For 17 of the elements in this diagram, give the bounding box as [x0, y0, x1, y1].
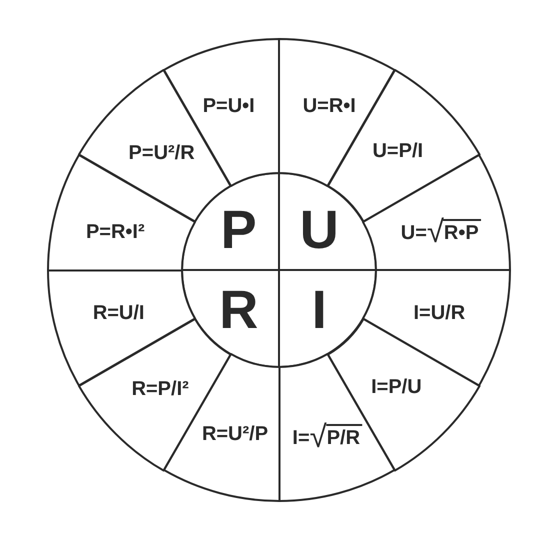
formula: P=U•I [202, 96, 255, 116]
formula: U=R•I [302, 96, 356, 116]
formula: P=U²/R [128, 142, 195, 163]
quantity-letter: I [312, 283, 327, 338]
quadrant-sector [277, 268, 378, 369]
formula: U=√R•P [400, 218, 481, 247]
quantity-letter: R [219, 283, 258, 338]
formula: R=P/I² [132, 378, 189, 399]
quantity-letter: U [300, 202, 339, 257]
formula: I=U/R [413, 302, 466, 323]
quantity-letter: P [220, 202, 257, 257]
formula: R=U/I [92, 302, 144, 323]
formula: I=√P/R [292, 424, 362, 452]
formula: R=U²/P [202, 424, 268, 444]
formula: P=R•I² [86, 222, 145, 242]
formula: U=P/I [372, 141, 424, 162]
formula: I=P/U [371, 377, 422, 398]
